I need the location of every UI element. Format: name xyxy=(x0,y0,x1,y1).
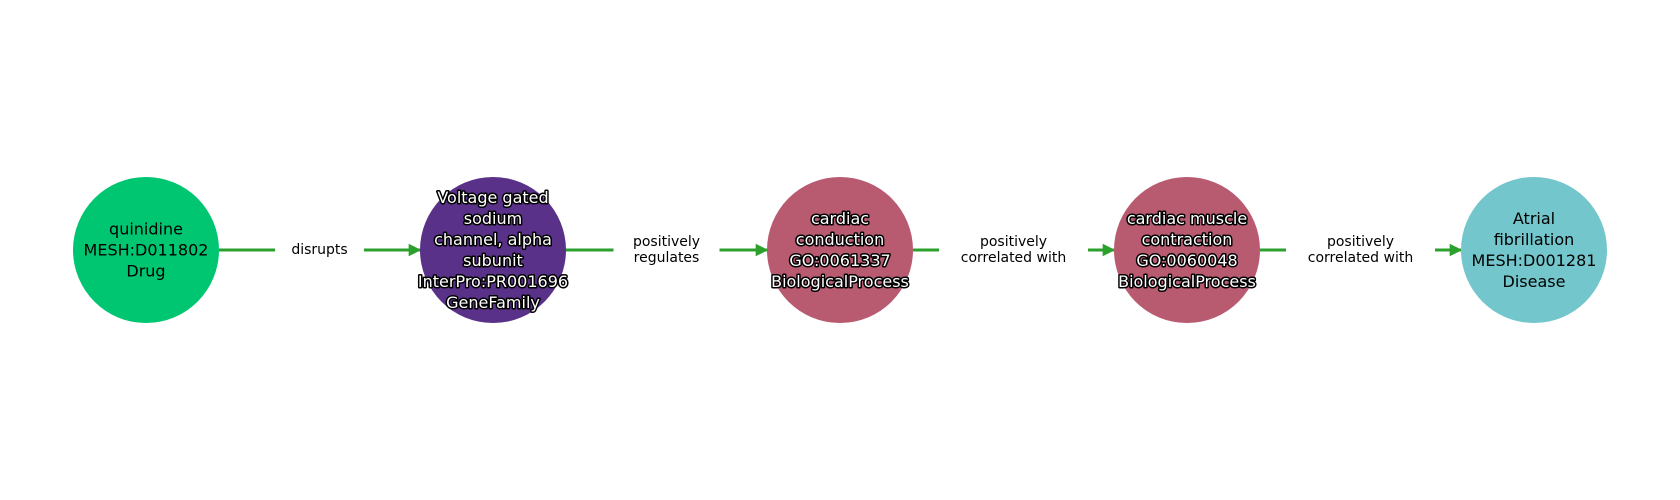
node-circle xyxy=(1461,177,1607,323)
node-label: MESH:D001281 xyxy=(1472,251,1597,270)
node-label: GO:0061337 xyxy=(789,251,890,270)
node-label: conduction xyxy=(796,230,884,249)
edge-label: regulates xyxy=(634,250,700,266)
node-n2: cardiac conductionGO:0061337BiologicalPro… xyxy=(767,177,913,323)
node-label: GO:0060048 xyxy=(1136,251,1237,270)
node-label: sodium xyxy=(464,209,522,228)
node-label: InterPro:PR001696 xyxy=(418,272,568,291)
node-circle xyxy=(73,177,219,323)
node-label: Voltage gated xyxy=(437,188,548,207)
edge-label: positively xyxy=(1327,234,1394,250)
edge-label: positively xyxy=(633,234,700,250)
edge-label: positively xyxy=(980,234,1047,250)
node-label: BiologicalProcess xyxy=(1118,272,1256,291)
node-label: quinidine xyxy=(109,220,183,239)
node-n3: cardiac muscle contractionGO:0060048Biolo… xyxy=(1114,177,1260,323)
node-label: Disease xyxy=(1503,272,1566,291)
node-label: channel, alpha xyxy=(434,230,552,249)
node-label: Drug xyxy=(126,262,165,281)
node-circle xyxy=(420,177,566,323)
node-label: MESH:D011802 xyxy=(84,241,209,260)
node-label: subunit xyxy=(463,251,523,270)
edge-label: disrupts xyxy=(291,242,347,258)
node-circle xyxy=(1114,177,1260,323)
node-label: contraction xyxy=(1142,230,1233,249)
node-label: BiologicalProcess xyxy=(771,272,909,291)
node-n1: Voltage gated sodium channel, alpha subunit… xyxy=(416,177,570,323)
node-label: GeneFamily xyxy=(446,293,540,312)
edge-label: correlated with xyxy=(961,250,1066,266)
node-label: cardiac muscle xyxy=(1127,209,1247,228)
node-label: Atrial xyxy=(1513,209,1555,228)
edge-label: correlated with xyxy=(1308,250,1413,266)
node-label: fibrillation xyxy=(1494,230,1575,249)
edge-0: disrupts xyxy=(219,242,422,258)
node-circle xyxy=(767,177,913,323)
node-label: cardiac xyxy=(811,209,869,228)
